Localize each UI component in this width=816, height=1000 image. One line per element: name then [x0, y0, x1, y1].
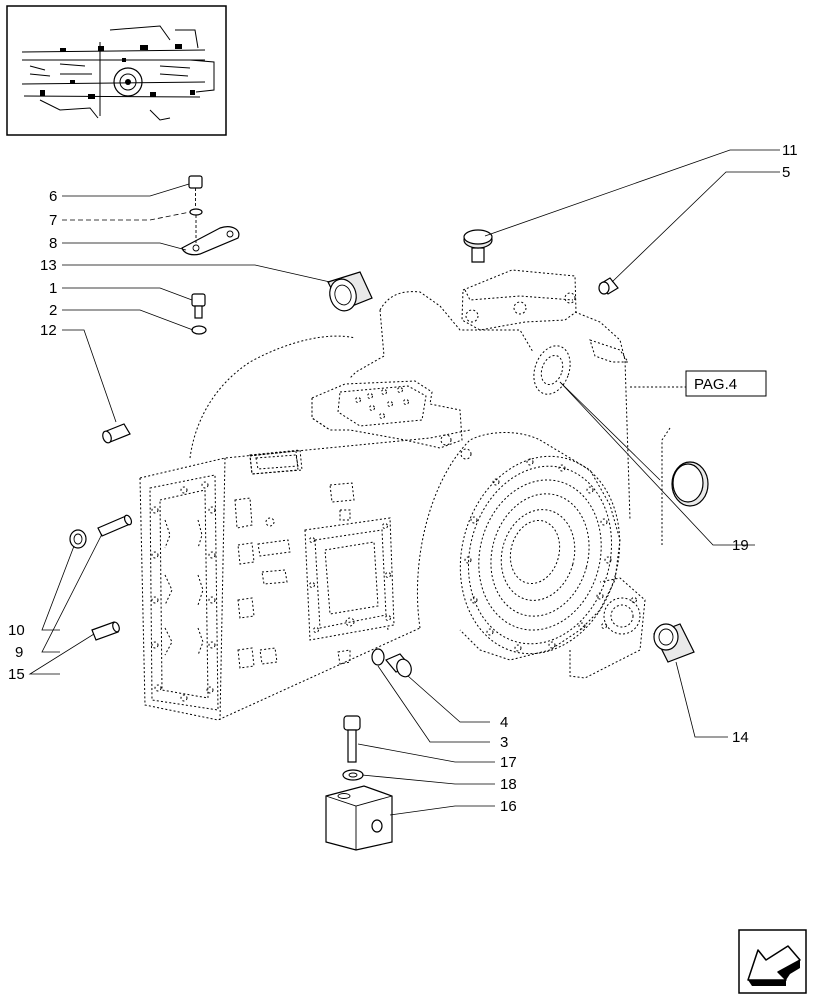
part-7-washer — [189, 208, 203, 216]
part-12-screw — [102, 423, 131, 444]
callout-2: 2 — [49, 302, 57, 319]
part-3-oring — [371, 648, 385, 666]
part-10-nut — [69, 529, 87, 549]
callout-15: 15 — [8, 666, 25, 683]
part-19-cap — [671, 461, 709, 507]
page-reference[interactable]: PAG.4 — [685, 370, 767, 397]
callout-1: 1 — [49, 280, 57, 297]
callout-5: 5 — [782, 164, 790, 181]
transmission-housing — [139, 269, 686, 721]
part-2-oring — [191, 325, 207, 335]
front-face-bolts — [151, 481, 216, 702]
part-4-plug — [385, 653, 412, 678]
callout-11: 11 — [782, 142, 798, 159]
part-17-bolt — [343, 715, 361, 763]
part-9-pin — [97, 514, 133, 537]
page-reference-label: PAG.4 — [694, 376, 737, 393]
part-18-washer — [342, 769, 364, 781]
callout-10: 10 — [8, 622, 25, 639]
nav-arrow-icon[interactable] — [738, 929, 807, 994]
callout-18: 18 — [500, 776, 517, 793]
part-11-plug — [463, 229, 493, 263]
callout-7: 7 — [49, 212, 57, 229]
callout-3: 3 — [500, 734, 508, 751]
part-16-block — [325, 785, 393, 851]
callout-6: 6 — [49, 188, 57, 205]
callout-labels: 6 7 8 13 1 2 12 11 5 19 10 9 15 4 3 14 1… — [8, 142, 798, 815]
overview-thumbnail-icon[interactable] — [6, 5, 227, 136]
callout-14: 14 — [732, 729, 749, 746]
leader-lines — [28, 149, 780, 816]
callout-13: 13 — [40, 257, 57, 274]
callout-12: 12 — [40, 322, 57, 339]
part-6-bolt — [188, 175, 203, 206]
part-14-bushing — [653, 623, 695, 663]
part-8-plate — [181, 215, 240, 256]
callout-19: 19 — [732, 537, 749, 554]
part-5-plug — [598, 277, 619, 295]
callout-16: 16 — [500, 798, 517, 815]
part-15-pin — [91, 621, 120, 641]
callout-9: 9 — [15, 644, 23, 661]
callout-17: 17 — [500, 754, 517, 771]
part-1-bolt — [191, 293, 206, 319]
flange-bolts — [464, 458, 612, 652]
callout-4: 4 — [500, 714, 508, 731]
callout-8: 8 — [49, 235, 57, 252]
mounting-plate — [355, 387, 409, 419]
part-13-bushing — [327, 271, 373, 312]
